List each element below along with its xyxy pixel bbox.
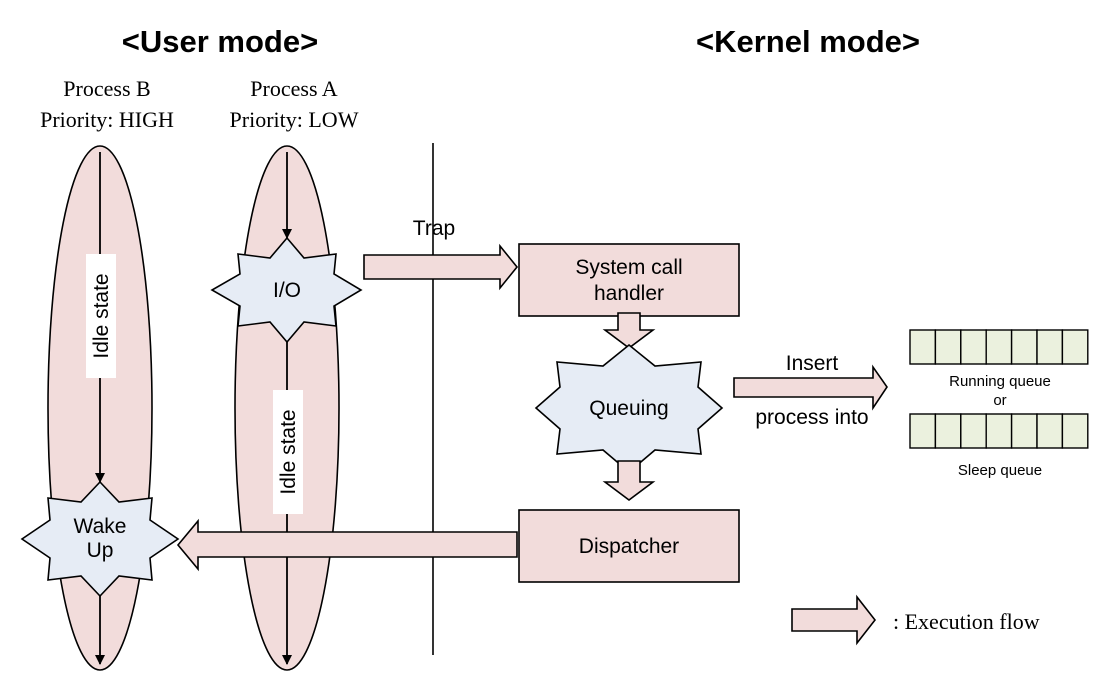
insert-flow-arrow — [733, 364, 888, 411]
queue-cell — [909, 413, 937, 449]
process-a-name: Process A — [250, 76, 338, 101]
kernel-mode-title: <Kernel mode> — [696, 24, 920, 59]
legend-flow-arrow-icon — [791, 594, 877, 646]
running-queue-label: Running queue — [949, 373, 1051, 390]
queue-cell — [960, 329, 987, 365]
queue-cell — [934, 413, 962, 449]
process-a-idle-label-bg — [273, 390, 303, 514]
queue-cell — [1010, 329, 1038, 365]
queuing-label: Queuing — [589, 397, 668, 420]
queue-cell — [1036, 329, 1064, 365]
system-call-handler-box — [518, 243, 740, 317]
process-b-priority: Priority: HIGH — [40, 107, 174, 132]
system-call-handler-line1: System call — [575, 256, 682, 279]
queue-cell — [960, 413, 987, 449]
queue-cell — [1010, 413, 1038, 449]
queue-cell — [1036, 413, 1064, 449]
queue-cell — [1061, 413, 1089, 449]
dispatcher-label: Dispatcher — [579, 535, 679, 558]
queue-cell — [909, 329, 937, 365]
process-b-idle-label: Idle state — [90, 273, 113, 358]
queue-cell — [1061, 329, 1089, 365]
io-burst-icon — [210, 236, 363, 344]
user-mode-title: <User mode> — [122, 24, 318, 59]
insert-label: Insert — [786, 352, 839, 375]
dispatcher-box — [518, 509, 740, 583]
process-b-idle-label-bg — [86, 254, 116, 378]
dispatcher-to-wakeup-flow-arrow — [176, 518, 518, 572]
queue-cell — [934, 329, 962, 365]
process-a-lane: Idle state — [234, 145, 340, 671]
queuing-to-dispatcher-flow-arrow — [602, 460, 656, 501]
system-call-handler-line2: handler — [594, 282, 664, 305]
trap-flow-arrow — [363, 243, 519, 291]
process-a-priority: Priority: LOW — [230, 107, 359, 132]
wake-label-line2: Up — [87, 539, 114, 562]
process-into-label: process into — [755, 406, 868, 429]
queue-or-label: or — [993, 392, 1006, 409]
trap-label: Trap — [413, 217, 455, 240]
legend-label: : Execution flow — [893, 609, 1040, 634]
queue-cell — [985, 329, 1013, 365]
sleep-queue — [909, 413, 1089, 449]
process-a-idle-label: Idle state — [277, 409, 300, 494]
io-label: I/O — [273, 279, 301, 302]
wake-up-burst-icon — [20, 480, 180, 598]
wake-label-line1: Wake — [74, 515, 127, 538]
sleep-queue-label: Sleep queue — [958, 462, 1042, 479]
process-b-name: Process B — [63, 76, 150, 101]
running-queue — [909, 329, 1089, 365]
syscall-to-queuing-flow-arrow — [602, 312, 656, 349]
queue-cell — [985, 413, 1013, 449]
